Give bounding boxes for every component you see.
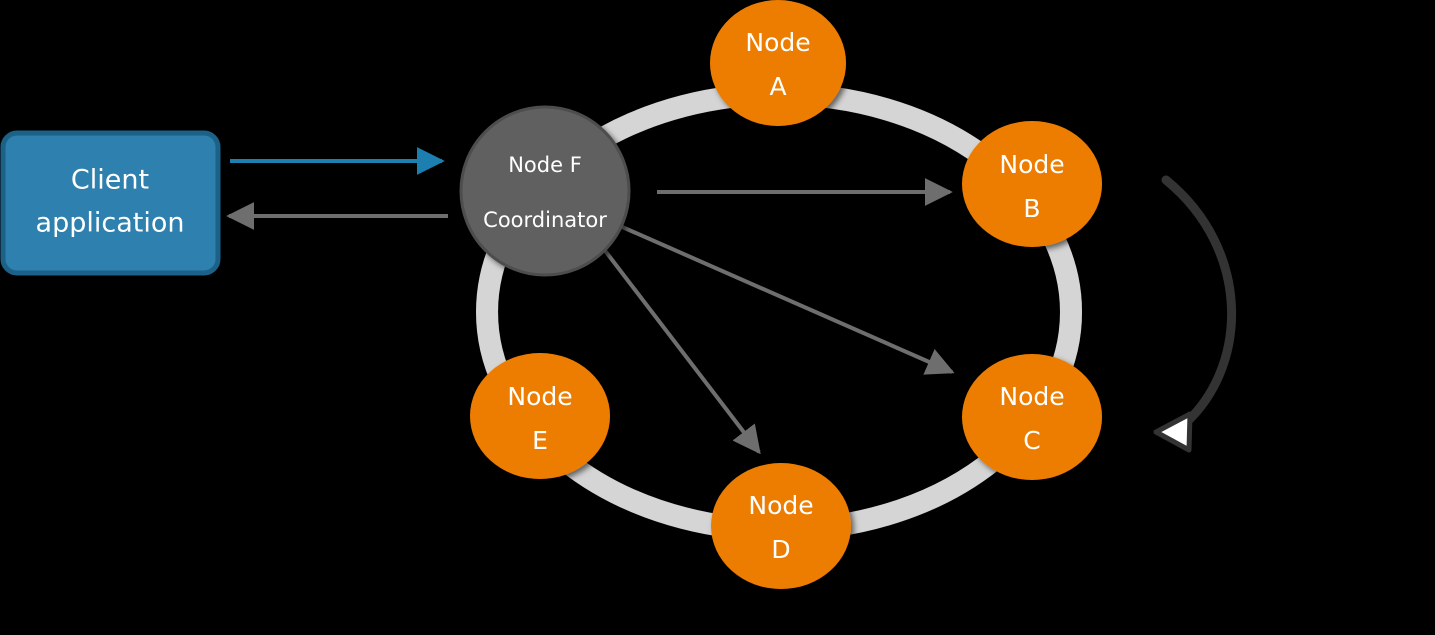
node-d-label-line2: D — [771, 535, 790, 564]
node-c-shape[interactable] — [962, 354, 1102, 480]
node-e[interactable]: Node E — [470, 353, 610, 479]
client-application-label-line2: application — [36, 208, 185, 239]
node-b-label-line2: B — [1023, 194, 1040, 223]
replication-arc-path — [1161, 175, 1236, 433]
client-application[interactable]: Client application — [0, 130, 221, 276]
ring-nodes: Node A Node B Node C Node D Node — [470, 0, 1102, 589]
node-a-label-line2: A — [769, 72, 786, 101]
node-f-label-line2: Coordinator — [483, 208, 607, 232]
node-d[interactable]: Node D — [711, 463, 851, 589]
node-c[interactable]: Node C — [962, 354, 1102, 480]
node-e-shape[interactable] — [470, 353, 610, 479]
replication-arc-b-to-c — [1153, 175, 1236, 453]
node-f-coordinator[interactable]: Node F Coordinator — [459, 105, 631, 277]
node-f-coordinator-shape[interactable] — [459, 105, 631, 277]
node-b[interactable]: Node B — [962, 121, 1102, 247]
node-b-shape[interactable] — [962, 121, 1102, 247]
node-e-label-line1: Node — [507, 382, 572, 411]
connector-coordinator-to-node-c — [619, 224, 955, 375]
node-d-shape[interactable] — [711, 463, 851, 589]
node-f-label-line1: Node F — [508, 153, 582, 177]
node-a-label-line1: Node — [745, 28, 810, 57]
client-application-box[interactable] — [0, 130, 221, 276]
client-application-label-line1: Client — [71, 165, 149, 196]
node-a[interactable]: Node A — [710, 0, 846, 126]
node-d-label-line1: Node — [748, 491, 813, 520]
node-c-label-line2: C — [1023, 426, 1040, 455]
node-b-label-line1: Node — [999, 150, 1064, 179]
node-e-label-line2: E — [532, 426, 548, 455]
replication-arc-arrowhead-icon — [1153, 411, 1193, 453]
node-a-shape[interactable] — [710, 0, 846, 126]
node-c-label-line1: Node — [999, 382, 1064, 411]
connector-coordinator-to-node-d — [601, 246, 761, 455]
